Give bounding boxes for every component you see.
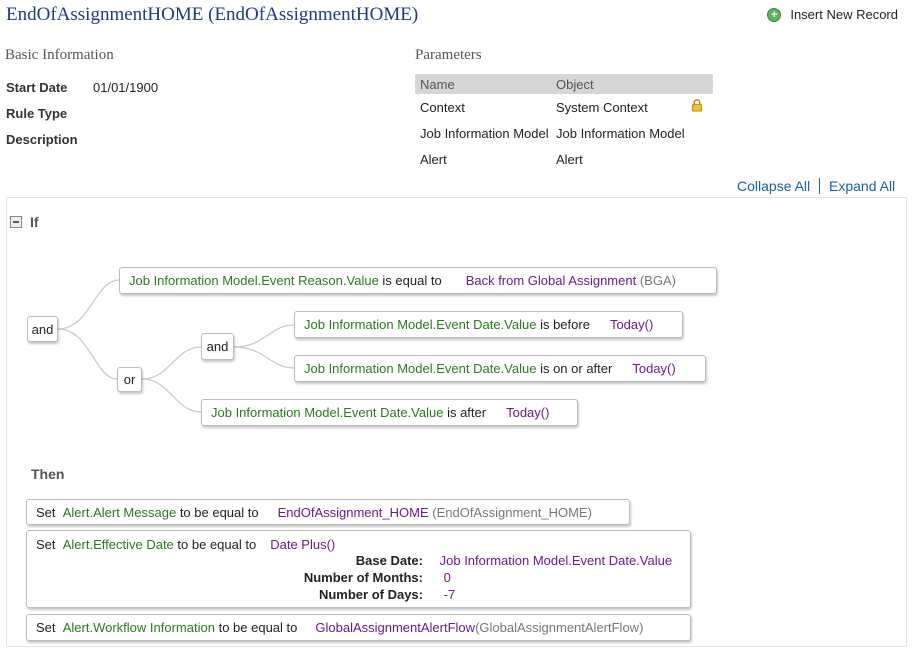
condition-operator: is equal to	[382, 273, 442, 288]
action-box[interactable]: Set Alert.Alert Message to be equal to E…	[26, 499, 630, 525]
page-title: EndOfAssignmentHOME (EndOfAssignmentHOME…	[6, 4, 419, 25]
link-separator	[819, 178, 820, 194]
param-label: Number of Months:	[303, 570, 423, 585]
action-value: GlobalAssignmentAlertFlow	[315, 620, 476, 635]
start-date-label: Start Date	[6, 80, 68, 95]
action-field: Alert.Workflow Information	[62, 620, 215, 635]
condition-field: Job Information Model.Event Date.Value	[304, 317, 537, 332]
condition-field: Job Information Model.Event Date.Value	[211, 405, 444, 420]
insert-new-record-button[interactable]: + Insert New Record	[767, 7, 898, 22]
param-value: -7	[443, 587, 456, 602]
and-operator[interactable]: and	[27, 316, 58, 342]
condition-box[interactable]: Job Information Model.Event Date.Value i…	[201, 399, 578, 426]
action-code: (GlobalAssignmentAlertFlow)	[475, 620, 644, 635]
and-operator[interactable]: and	[201, 333, 234, 360]
condition-operator: is before	[540, 317, 590, 332]
action-code: (EndOfAssignment_HOME)	[432, 504, 592, 520]
condition-box[interactable]: Job Information Model.Event Reason.Value…	[119, 267, 717, 294]
param-object: Job Information Model	[556, 126, 685, 141]
action-operator: to be equal to	[177, 537, 257, 552]
condition-value: Today()	[609, 317, 654, 332]
condition-value: Today()	[506, 405, 550, 420]
action-value: Date Plus()	[270, 537, 336, 552]
start-date-value: 01/01/1900	[93, 80, 159, 95]
basic-info-heading: Basic Information	[5, 47, 114, 63]
condition-box[interactable]: Job Information Model.Event Date.Value i…	[294, 311, 683, 338]
param-name: Alert	[420, 152, 447, 167]
condition-operator: is after	[447, 405, 487, 420]
param-label: Number of Days:	[318, 587, 423, 602]
parameters-table-header	[415, 74, 713, 94]
lock-icon	[691, 99, 703, 112]
param-name: Context	[420, 100, 465, 115]
action-set: Set	[36, 537, 56, 552]
condition-value: Today()	[632, 361, 676, 376]
action-operator: to be equal to	[179, 504, 259, 520]
rule-panel	[6, 197, 907, 647]
param-name: Job Information Model	[420, 126, 549, 141]
condition-value: Back from Global Assignment	[465, 273, 637, 288]
collapse-if-icon[interactable]	[10, 216, 22, 228]
date-plus-param: Number of Months: 0	[253, 570, 451, 585]
param-object: Alert	[556, 152, 583, 167]
date-plus-param: Number of Days: -7	[253, 587, 455, 602]
date-plus-param: Base Date: Job Information Model.Event D…	[253, 553, 672, 568]
then-label: Then	[31, 466, 65, 482]
param-value: 0	[443, 570, 451, 585]
col-name-header: Name	[420, 77, 455, 92]
action-field: Alert.Effective Date	[62, 537, 174, 552]
plus-circle-icon: +	[767, 7, 782, 22]
action-box[interactable]: Set Alert.Effective Date to be equal to …	[26, 530, 691, 608]
condition-box[interactable]: Job Information Model.Event Date.Value i…	[294, 355, 706, 382]
expand-all-link[interactable]: Expand All	[829, 178, 896, 194]
if-label: If	[30, 214, 39, 230]
rule-type-label: Rule Type	[6, 106, 68, 121]
collapse-all-link[interactable]: Collapse All	[737, 178, 811, 194]
action-set: Set	[36, 620, 56, 635]
condition-field: Job Information Model.Event Reason.Value	[129, 273, 379, 288]
description-label: Description	[6, 132, 78, 147]
action-set: Set	[36, 504, 56, 520]
param-object: System Context	[556, 100, 648, 115]
param-value: Job Information Model.Event Date.Value	[439, 553, 673, 568]
parameters-heading: Parameters	[415, 47, 482, 63]
col-object-header: Object	[556, 77, 594, 92]
condition-field: Job Information Model.Event Date.Value	[304, 361, 537, 376]
insert-new-record-label: Insert New Record	[790, 7, 898, 22]
action-box[interactable]: Set Alert.Workflow Information to be equ…	[26, 614, 691, 641]
action-operator: to be equal to	[218, 620, 298, 635]
or-operator[interactable]: or	[117, 367, 142, 392]
condition-code: (BGA)	[639, 273, 676, 288]
param-label: Base Date:	[355, 553, 423, 568]
action-value: EndOfAssignment_HOME	[277, 504, 429, 520]
action-field: Alert.Alert Message	[62, 504, 177, 520]
condition-operator: is on or after	[540, 361, 613, 376]
